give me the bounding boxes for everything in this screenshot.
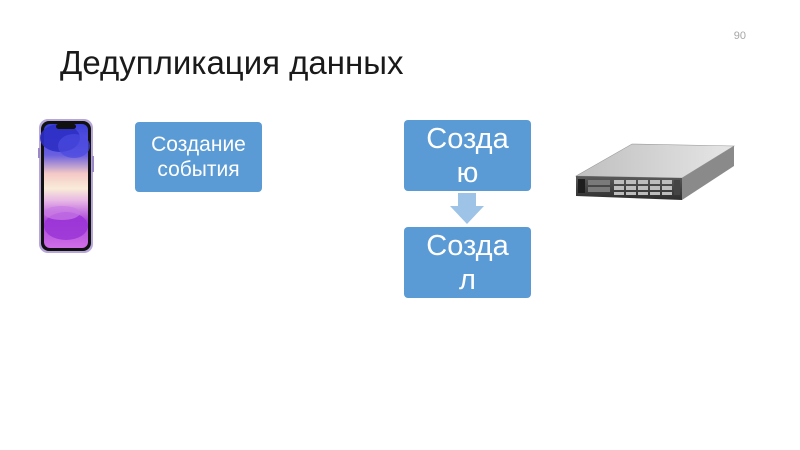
down-arrow-icon xyxy=(450,193,484,224)
created-box-label: Создал xyxy=(426,229,509,296)
creating-box: Создаю xyxy=(404,120,531,191)
rack-server-icon xyxy=(574,143,736,200)
created-box: Создал xyxy=(404,227,531,298)
event-creation-box: Создание события xyxy=(135,122,262,192)
smartphone-icon xyxy=(38,119,94,253)
creating-box-label: Создаю xyxy=(426,122,509,189)
slide-title: Дедупликация данных xyxy=(60,44,404,81)
event-box-line1: Создание xyxy=(151,133,246,156)
event-box-line2: события xyxy=(157,158,240,181)
page-number: 90 xyxy=(733,30,746,42)
